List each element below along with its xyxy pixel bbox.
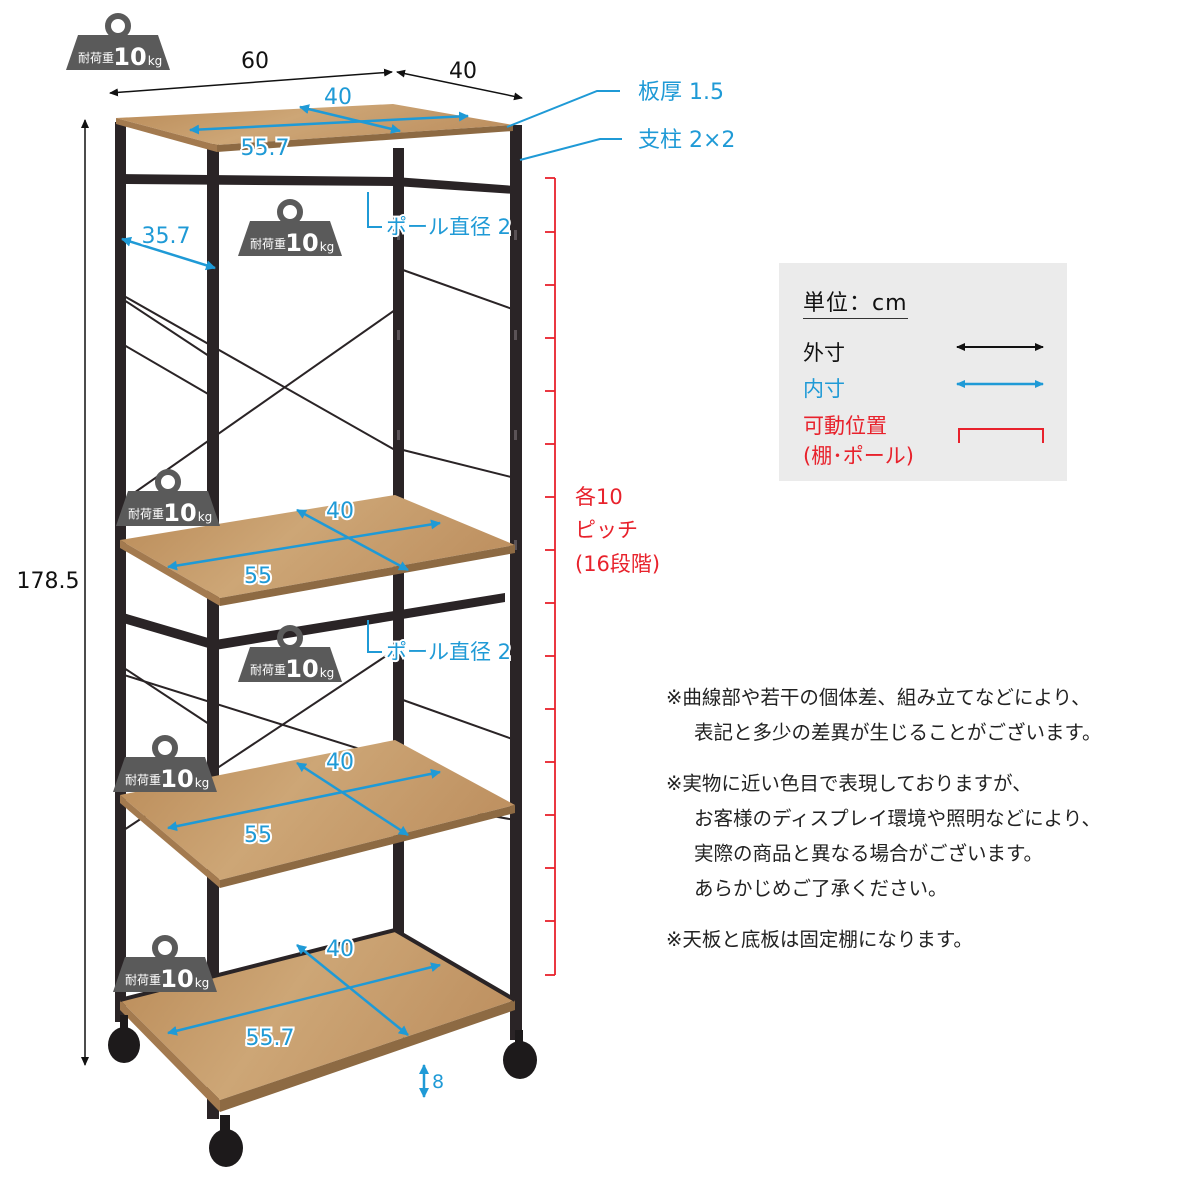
back-brace [123, 674, 396, 761]
bottom-depth-label: 40 [326, 937, 354, 962]
svg-text:耐荷重: 耐荷重 [250, 237, 286, 251]
left-brace [123, 667, 216, 729]
svg-text:kg: kg [195, 776, 210, 790]
bottom-width-arrow [167, 962, 441, 1036]
upper-pole [120, 174, 515, 194]
caster-back-left [108, 1027, 140, 1063]
svg-text:耐荷重: 耐荷重 [78, 51, 114, 65]
note-line: あらかじめご了承ください。 [694, 877, 948, 900]
width-outer-label: 60 [241, 49, 269, 74]
shelf2-width-label: 55 [244, 823, 272, 848]
svg-text:kg: kg [195, 976, 210, 990]
svg-text:10: 10 [163, 499, 196, 527]
load-badge-pole-upper: 耐荷重 10 kg [238, 202, 342, 257]
svg-text:10: 10 [160, 965, 193, 993]
load-badge-top: 耐荷重 10 kg [66, 16, 170, 71]
depth-outer-label: 40 [449, 59, 477, 84]
svg-text:kg: kg [198, 510, 213, 524]
casters [108, 1015, 537, 1167]
top-inner-width-label: 55.7 [241, 136, 290, 161]
svg-text:耐荷重: 耐荷重 [250, 663, 286, 677]
svg-text:kg: kg [148, 54, 163, 68]
pole-lower-label: ポール直径 2 [386, 640, 511, 664]
post-size-label: 支柱 2×2 [638, 128, 735, 153]
legend-unit: 単位：cm [803, 285, 908, 319]
post-size-leader [519, 138, 622, 161]
legend-inner-label: 内寸 [803, 377, 845, 401]
note-line: 実際の商品と異なる場合がございます。 [694, 842, 1044, 865]
load-badge-shelf-2: 耐荷重 10 kg [113, 738, 217, 793]
note-line: ※天板と底板は固定棚になります。 [666, 928, 973, 951]
caster-back-right [503, 1041, 537, 1079]
board-thickness-leader [506, 90, 620, 128]
front-right-post [510, 125, 522, 1040]
shelf1-width-label: 55 [244, 564, 272, 589]
load-badge-shelf-1: 耐荷重 10 kg [116, 472, 220, 527]
svg-text:10: 10 [113, 43, 146, 71]
svg-text:耐荷重: 耐荷重 [125, 973, 161, 987]
notes: ※曲線部や若干の個体差、組み立てなどにより、 表記と多少の差異が生じることがござ… [666, 680, 1186, 973]
side-inner-depth-arrow [121, 236, 216, 271]
svg-text:10: 10 [285, 229, 318, 257]
pitch-label-line1: 各10 [575, 485, 623, 509]
legend-swatches [956, 343, 1044, 443]
note-line: お客様のディスプレイ環境や照明などにより、 [694, 807, 1101, 830]
legend-movable-line2: (棚･ポール) [803, 444, 914, 468]
inner-dimensions [121, 90, 622, 1098]
legend-movable-line1: 可動位置 [803, 414, 887, 438]
bottom-width-label: 55.7 [246, 1026, 295, 1051]
back-brace [123, 295, 396, 451]
left-brace [123, 344, 216, 399]
note-line: ※実物に近い色目で表現しておりますが、 [666, 772, 1032, 795]
shelf2-depth-label: 40 [326, 750, 354, 775]
note-1: ※曲線部や若干の個体差、組み立てなどにより、 表記と多少の差異が生じることがござ… [666, 680, 1186, 750]
back-left-post [115, 122, 126, 1022]
note-line: ※曲線部や若干の個体差、組み立てなどにより、 [666, 686, 1091, 709]
legend: 単位：cm 外寸 内寸 可動位置 (棚･ポール) [779, 263, 1067, 481]
back-brace [123, 309, 396, 501]
depth-outer-arrow [396, 69, 523, 101]
load-badge-pole-lower: 耐荷重 10 kg [238, 628, 342, 683]
outer-dimensions [81, 68, 523, 1066]
legend-movable-bracket-icon [958, 428, 1044, 443]
back-right-post [393, 148, 404, 1038]
caster-clearance-label: 8 [432, 1071, 444, 1093]
caster-front-left [209, 1129, 243, 1167]
svg-text:耐荷重: 耐荷重 [125, 773, 161, 787]
note-2: ※実物に近い色目で表現しておりますが、 お客様のディスプレイ環境や照明などにより… [666, 766, 1186, 906]
width-outer-arrow [109, 68, 393, 97]
shelf2-width-arrow [167, 768, 441, 832]
legend-outer-label: 外寸 [803, 341, 845, 365]
pole-upper-label: ポール直径 2 [386, 215, 511, 239]
left-brace [123, 299, 216, 361]
legend-movable-label: 可動位置 (棚･ポール) [803, 411, 914, 471]
load-badge-bottom: 耐荷重 10 kg [113, 938, 217, 993]
note-3: ※天板と底板は固定棚になります。 [666, 922, 1186, 957]
note-line: 表記と多少の差異が生じることがございます。 [694, 721, 1102, 744]
svg-text:kg: kg [320, 666, 335, 680]
right-brace [402, 269, 516, 311]
shelf1-width-arrow [167, 519, 441, 571]
height-outer-label: 178.5 [17, 569, 80, 594]
right-brace [402, 449, 516, 479]
svg-text:kg: kg [320, 240, 335, 254]
shelf1-depth-label: 40 [326, 499, 354, 524]
pitch-label-line3: (16段階) [575, 552, 660, 576]
svg-text:10: 10 [285, 655, 318, 683]
side-inner-depth-label: 35.7 [142, 224, 191, 249]
top-inner-depth-label: 40 [324, 85, 352, 110]
board-thickness-label: 板厚 1.5 [638, 80, 724, 105]
pole-upper-leader [367, 192, 382, 228]
right-brace [402, 699, 516, 741]
svg-text:10: 10 [160, 765, 193, 793]
movable-positions [545, 177, 556, 976]
svg-text:耐荷重: 耐荷重 [128, 507, 164, 521]
pitch-label-line2: ピッチ [575, 518, 638, 542]
pole-lower-leader [367, 620, 382, 653]
top-inner-width-arrow [189, 111, 469, 135]
